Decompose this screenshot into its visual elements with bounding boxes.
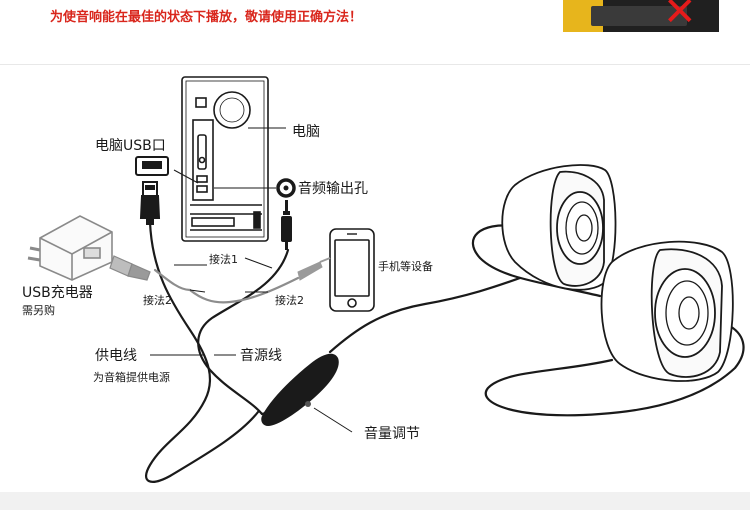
label-volume: 音量调节 <box>364 425 420 442</box>
red-x-icon: ✕ <box>663 0 697 32</box>
label-phone: 手机等设备 <box>378 259 433 273</box>
audio-cable <box>197 248 290 416</box>
charger-usb-plug-icon <box>109 255 151 281</box>
speaker-icon <box>501 164 617 291</box>
pc-tower-back-icon <box>173 76 286 242</box>
thumbnail-device <box>591 6 687 26</box>
audio-port-icon <box>276 178 296 198</box>
speaker-thumbnail: ✕ <box>563 0 719 32</box>
label-method1: 接法1 <box>209 252 238 266</box>
label-usb-port: 电脑USB口 <box>95 138 166 154</box>
bottom-strip <box>0 492 750 510</box>
label-power-cable: 供电线 <box>95 348 137 364</box>
speaker-rear-cable <box>484 324 745 417</box>
smartphone-icon <box>329 228 375 312</box>
audio-jack-icon <box>281 200 292 250</box>
label-audio-out: 音频输出孔 <box>298 180 368 197</box>
speaker-cable <box>328 276 522 354</box>
divider <box>0 64 750 65</box>
instruction-banner: 为使音响能在最佳的状态下播放，敬请使用正确方法！ <box>50 10 363 25</box>
usb-cable <box>145 220 260 483</box>
label-method2-left: 接法2 <box>143 293 172 307</box>
usb-plug-icon <box>139 181 161 225</box>
leader-lines <box>150 257 273 356</box>
volume-controller <box>261 353 353 433</box>
label-usb-charger-note: 需另购 <box>22 303 55 317</box>
phone-cable <box>188 276 300 304</box>
label-method2-right: 接法2 <box>275 293 304 307</box>
speaker-front-icon <box>600 240 734 382</box>
phone-plug-icon <box>297 257 331 281</box>
label-power-cable-note: 为音箱提供电源 <box>93 370 170 384</box>
label-usb-charger: USB充电器 <box>22 285 93 301</box>
usb-port-icon <box>135 156 169 176</box>
label-audio-cable: 音源线 <box>240 347 282 364</box>
charger-cable <box>153 268 192 292</box>
usb-charger-icon <box>27 215 113 281</box>
label-computer: 电脑 <box>292 124 320 140</box>
